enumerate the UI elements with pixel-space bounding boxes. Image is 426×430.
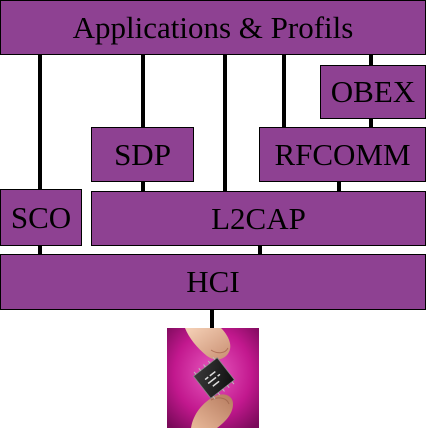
connector-apps-sdp [141, 54, 145, 128]
upper-finger [185, 328, 231, 360]
connector-apps-sco [38, 54, 42, 190]
sdp-box: SDP [91, 127, 194, 182]
hci-box: HCI [0, 254, 426, 310]
connector-sco-hci [38, 245, 42, 255]
connector-apps-l2cap [223, 54, 227, 192]
bluetooth-chip-photo [167, 328, 259, 428]
applications-profiles-box: Applications & Profils [0, 0, 426, 55]
l2cap-label: L2CAP [211, 200, 306, 236]
connector-l2cap-hci [258, 245, 262, 255]
rfcomm-box: RFCOMM [259, 127, 426, 182]
obex-label: OBEX [330, 74, 416, 109]
connector-sdp-l2cap [141, 181, 145, 192]
rfcomm-label: RFCOMM [274, 136, 411, 172]
connector-rfcomm-l2cap [337, 181, 341, 192]
sco-box: SCO [0, 189, 82, 246]
chip-illustration [167, 328, 259, 428]
connector-apps-rfcomm [282, 54, 286, 128]
l2cap-box: L2CAP [91, 191, 426, 246]
sdp-label: SDP [114, 136, 171, 172]
applications-profiles-label: Applications & Profils [72, 9, 354, 45]
connector-hci-chip [210, 309, 214, 329]
sco-label: SCO [10, 199, 72, 235]
hci-label: HCI [186, 264, 240, 299]
lower-finger [191, 394, 233, 428]
chip [192, 356, 236, 400]
obex-box: OBEX [320, 65, 426, 119]
connector-obex-rfcomm [369, 118, 373, 128]
connector-apps-obex [369, 54, 373, 66]
